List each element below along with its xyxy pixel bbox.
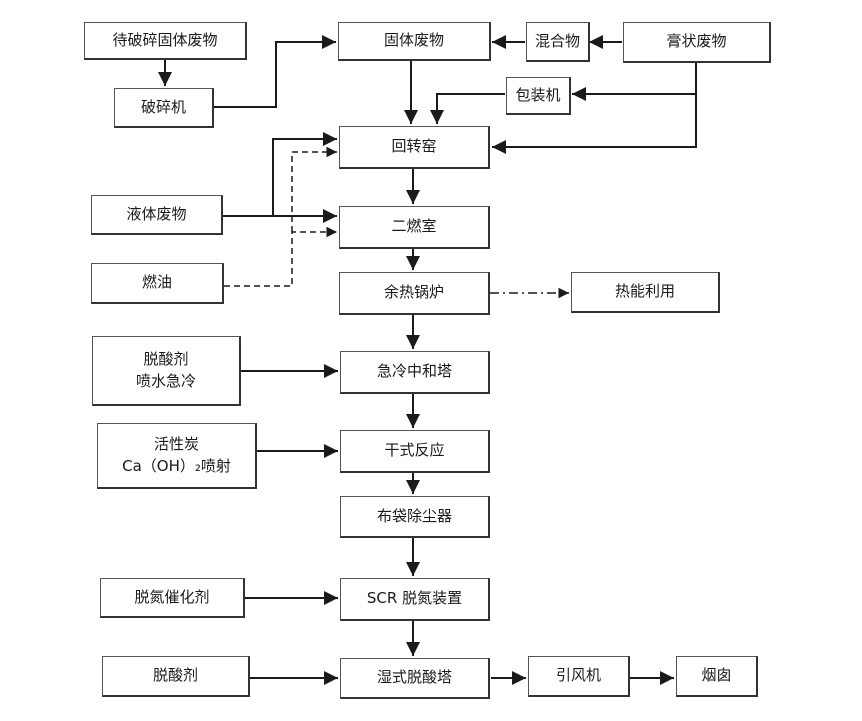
node-label: 湿式脱酸塔 [376, 668, 452, 687]
node-solid-waste: 固体废物 [338, 22, 491, 61]
node-chimney: 烟囱 [676, 656, 758, 697]
node-label: 二燃室 [391, 217, 437, 236]
node-waste-heat-boiler: 余热锅炉 [339, 272, 490, 315]
node-deacid-agent: 脱酸剂 [102, 656, 250, 697]
node-secondary-chamber: 二燃室 [339, 206, 490, 249]
node-waste-to-crush: 待破碎固体废物 [84, 22, 247, 60]
arrow-oil-to-kiln [291, 146, 337, 232]
node-scr-device: SCR 脱氮装置 [340, 578, 490, 621]
node-paste-waste: 膏状废物 [623, 22, 771, 63]
node-mixture: 混合物 [526, 22, 590, 62]
arrow-liquid-to-kiln [272, 132, 337, 216]
node-label: 干式反应 [384, 441, 445, 460]
node-label: 液体废物 [126, 204, 187, 223]
node-label: 引风机 [555, 666, 601, 685]
arrow-paste-to-packer [572, 62, 697, 101]
node-label: 固体废物 [383, 31, 444, 50]
node-label: 烟囱 [701, 666, 732, 685]
node-label: 膏状废物 [666, 32, 727, 51]
node-label: 脱酸剂 [152, 666, 198, 685]
node-crusher: 破碎机 [114, 88, 214, 128]
node-label: 包装机 [515, 85, 561, 104]
node-label: 燃油 [141, 273, 172, 292]
node-packer: 包装机 [506, 77, 571, 115]
node-bag-filter: 布袋除尘器 [340, 496, 490, 538]
node-wet-tower: 湿式脱酸塔 [340, 658, 490, 699]
node-label: 布袋除尘器 [376, 506, 452, 525]
node-label: 混合物 [534, 31, 580, 50]
node-label: 余热锅炉 [383, 283, 444, 302]
node-heat-utilization: 热能利用 [571, 272, 720, 313]
node-label: 破碎机 [140, 97, 186, 116]
node-label: 热能利用 [614, 282, 675, 301]
node-label-line1: 脱酸剂 [143, 349, 189, 368]
arrow-oil-to-chamber [224, 226, 337, 287]
node-label-line2: 喷水急冷 [135, 371, 196, 390]
node-label: 待破碎固体废物 [112, 30, 218, 49]
node-label: SCR 脱氮装置 [366, 589, 463, 608]
node-denitration-catalyst: 脱氮催化剂 [100, 578, 245, 618]
node-rotary-kiln: 回转窑 [339, 126, 490, 169]
node-activated-carbon: 活性炭 Ca（OH）₂喷射 [97, 423, 257, 489]
node-dry-reaction: 干式反应 [340, 430, 490, 473]
arrow-crusher-to-solidwaste [213, 35, 336, 108]
arrow-paste-to-kiln [492, 94, 697, 154]
node-deacid-quench: 脱酸剂 喷水急冷 [92, 336, 241, 406]
node-fuel-oil: 燃油 [91, 263, 224, 304]
node-label-line1: 活性炭 [153, 434, 199, 453]
node-label: 脱氮催化剂 [134, 587, 210, 606]
node-label: 回转窑 [391, 137, 437, 156]
arrow-packer-to-kiln [430, 93, 505, 124]
node-label-line2: Ca（OH）₂喷射 [122, 456, 231, 475]
node-induced-fan: 引风机 [528, 656, 630, 697]
node-quench-tower: 急冷中和塔 [340, 351, 490, 394]
node-label: 急冷中和塔 [376, 362, 452, 381]
node-liquid-waste: 液体废物 [91, 195, 223, 235]
